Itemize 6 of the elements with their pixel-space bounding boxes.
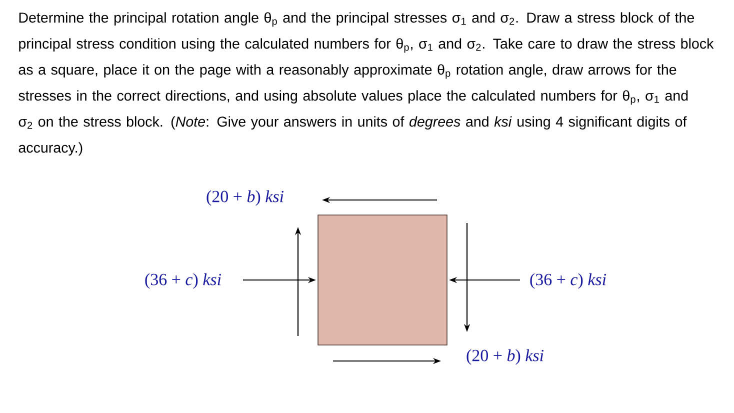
problem-text: Determine the principal rotation angle θ$_{p}$ and the principal stresses σ$_{1}$ and σ$_{2}$. Draw a stress block of the principal stress condition using the calculated numbers for θ$_{p}$, σ$_{1}$ and σ$_{2}$. Take care to draw the stress block as a square, place it on the page with a reasonably approximate θ$_{p}$ rotation angle, draw arrows for the stresses in the correct directions, and using absolute values place the calculated numbers for θ$_{p}$, σ$_{1}$ and σ$_{2}$ on the stress block. (Note: Give your answers in units of degrees and ksi using 4 significant digits of accuracy.) xyxy=(18,12,714,156)
stress-label: (20 + b) ksi xyxy=(466,349,544,365)
stress-label: (36 + c) ksi xyxy=(530,273,606,289)
stress-label: (36 + c) ksi xyxy=(145,273,222,289)
stress-label: (20 + b) ksi xyxy=(206,190,284,206)
stress-block xyxy=(318,214,448,346)
